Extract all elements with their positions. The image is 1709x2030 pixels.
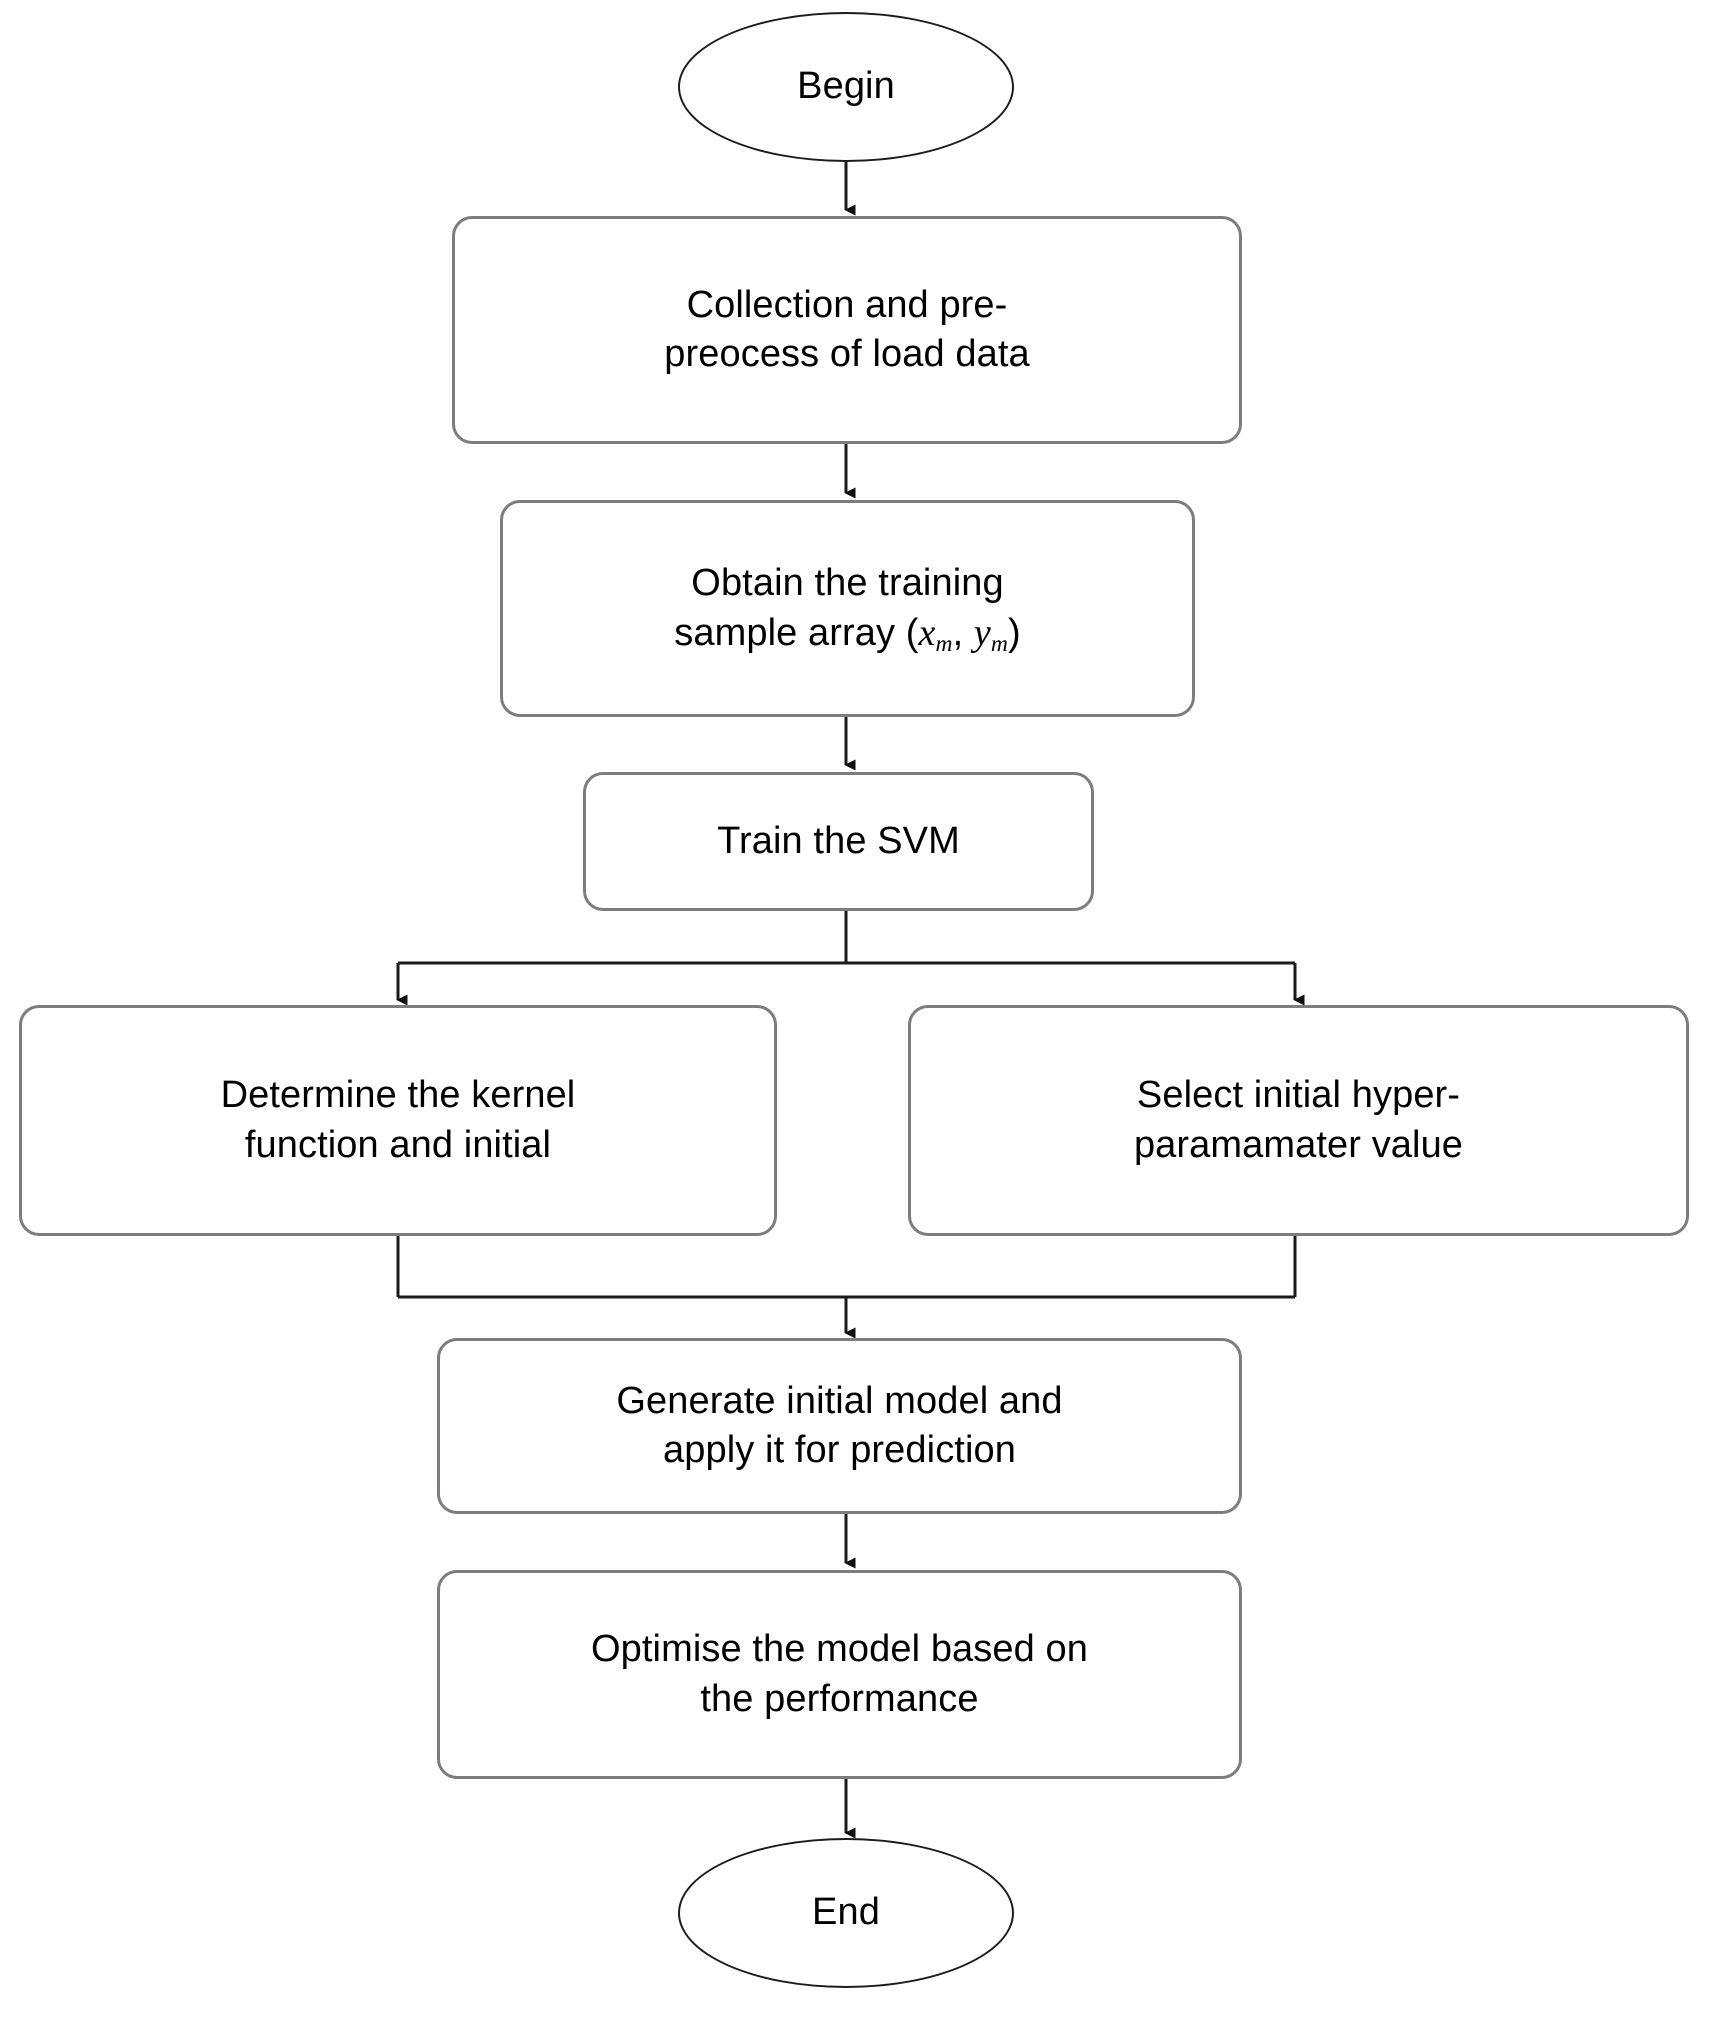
math-y-base: y	[973, 611, 991, 654]
math-x-base: x	[918, 611, 936, 654]
math-x-variable: xm	[918, 611, 953, 658]
obtain-text-mid: ,	[952, 611, 974, 654]
node-train-svm-label: Train the SVM	[717, 819, 960, 862]
node-obtain-training-sample[interactable]: Obtain the training sample array (xm, ym…	[500, 500, 1195, 717]
node-collection-preprocess[interactable]: Collection and pre- preocess of load dat…	[452, 216, 1242, 444]
node-optimise-model-label: Optimise the model based on the performa…	[591, 1628, 1088, 1720]
node-determine-kernel[interactable]: Determine the kernel function and initia…	[19, 1005, 777, 1236]
node-obtain-training-sample-label: Obtain the training sample array (xm, ym…	[664, 559, 1031, 658]
node-end-label: End	[812, 1891, 880, 1934]
node-collection-preprocess-label: Collection and pre- preocess of load dat…	[664, 283, 1030, 375]
node-select-hyperparameter[interactable]: Select initial hyper- paramamater value	[908, 1005, 1689, 1236]
node-begin-label: Begin	[797, 65, 895, 108]
math-y-variable: ym	[973, 611, 1008, 658]
node-train-svm[interactable]: Train the SVM	[583, 772, 1094, 911]
node-end[interactable]: End	[678, 1838, 1014, 1988]
obtain-text-suffix: )	[1007, 611, 1021, 654]
node-optimise-model[interactable]: Optimise the model based on the performa…	[437, 1570, 1242, 1779]
obtain-text-prefix: Obtain the training sample array (	[674, 562, 1004, 654]
math-x-subscript: m	[935, 631, 953, 658]
node-begin[interactable]: Begin	[678, 12, 1014, 162]
node-determine-kernel-label: Determine the kernel function and initia…	[220, 1074, 576, 1166]
node-select-hyperparameter-label: Select initial hyper- paramamater value	[1133, 1074, 1464, 1166]
math-y-subscript: m	[990, 631, 1008, 658]
node-generate-initial-model-label: Generate initial model and apply it for …	[616, 1379, 1063, 1471]
node-generate-initial-model[interactable]: Generate initial model and apply it for …	[437, 1338, 1242, 1514]
